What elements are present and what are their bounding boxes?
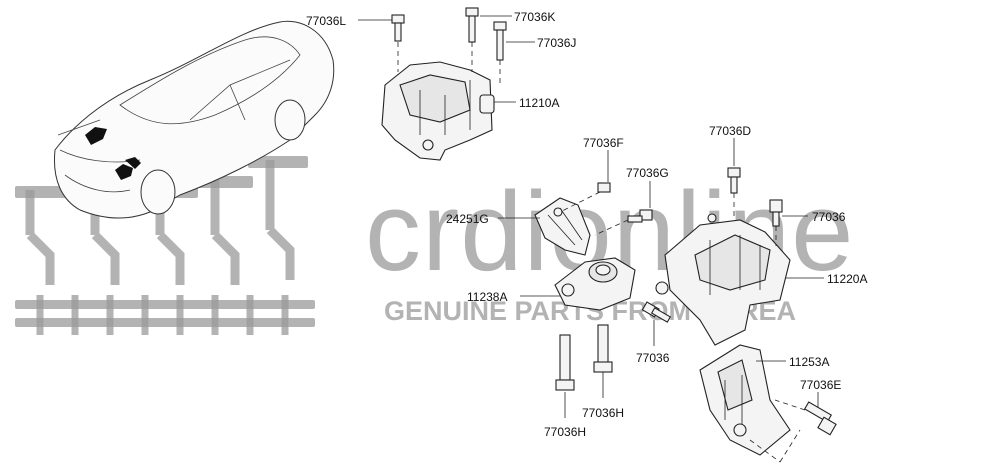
callout-77036k: 77036K — [514, 10, 555, 24]
bolt-77036g — [594, 209, 653, 236]
bolt-77036j — [493, 21, 507, 85]
callout-11238a: 11238A — [467, 290, 507, 304]
car-illustration — [53, 20, 335, 219]
bolt-77036e — [774, 399, 837, 436]
callout-24251g: 24251G — [446, 212, 489, 226]
bracket-11253a — [699, 344, 801, 463]
bolt-77036h-a — [555, 334, 575, 391]
callout-11210a: 11210A — [519, 96, 559, 110]
bolt-77036h-b — [593, 324, 613, 373]
callout-77036g: 77036G — [626, 166, 669, 180]
bolt-77036-right — [769, 199, 783, 246]
callout-labels: 77036L 77036K 77036J 11210A 77036F 77036… — [306, 10, 867, 439]
callout-77036-mid: 77036 — [636, 351, 670, 365]
bracket-24251g — [534, 197, 591, 256]
callout-77036h-b: 77036H — [582, 406, 624, 420]
bolt-77036d — [727, 167, 741, 218]
callout-77036d: 77036D — [709, 124, 751, 138]
bracket-11210a — [381, 61, 495, 161]
callout-77036e: 77036E — [800, 378, 841, 392]
bolt-77036-mid — [641, 301, 672, 323]
bolt-77036f — [559, 182, 611, 213]
callout-77036l: 77036L — [306, 14, 346, 28]
callout-77036j: 77036J — [537, 36, 576, 50]
callout-77036h-a: 77036H — [544, 425, 586, 439]
bracket-11220a — [655, 213, 791, 346]
callout-77036-right: 77036 — [812, 210, 846, 224]
callout-77036f: 77036F — [583, 136, 624, 150]
leader-lines — [358, 15, 824, 418]
callout-11253a: 11253A — [789, 355, 829, 369]
bolt-77036l — [391, 14, 405, 72]
callout-11220a: 11220A — [827, 272, 867, 286]
bolt-77036k — [465, 7, 479, 72]
mount-11238a — [554, 257, 636, 311]
